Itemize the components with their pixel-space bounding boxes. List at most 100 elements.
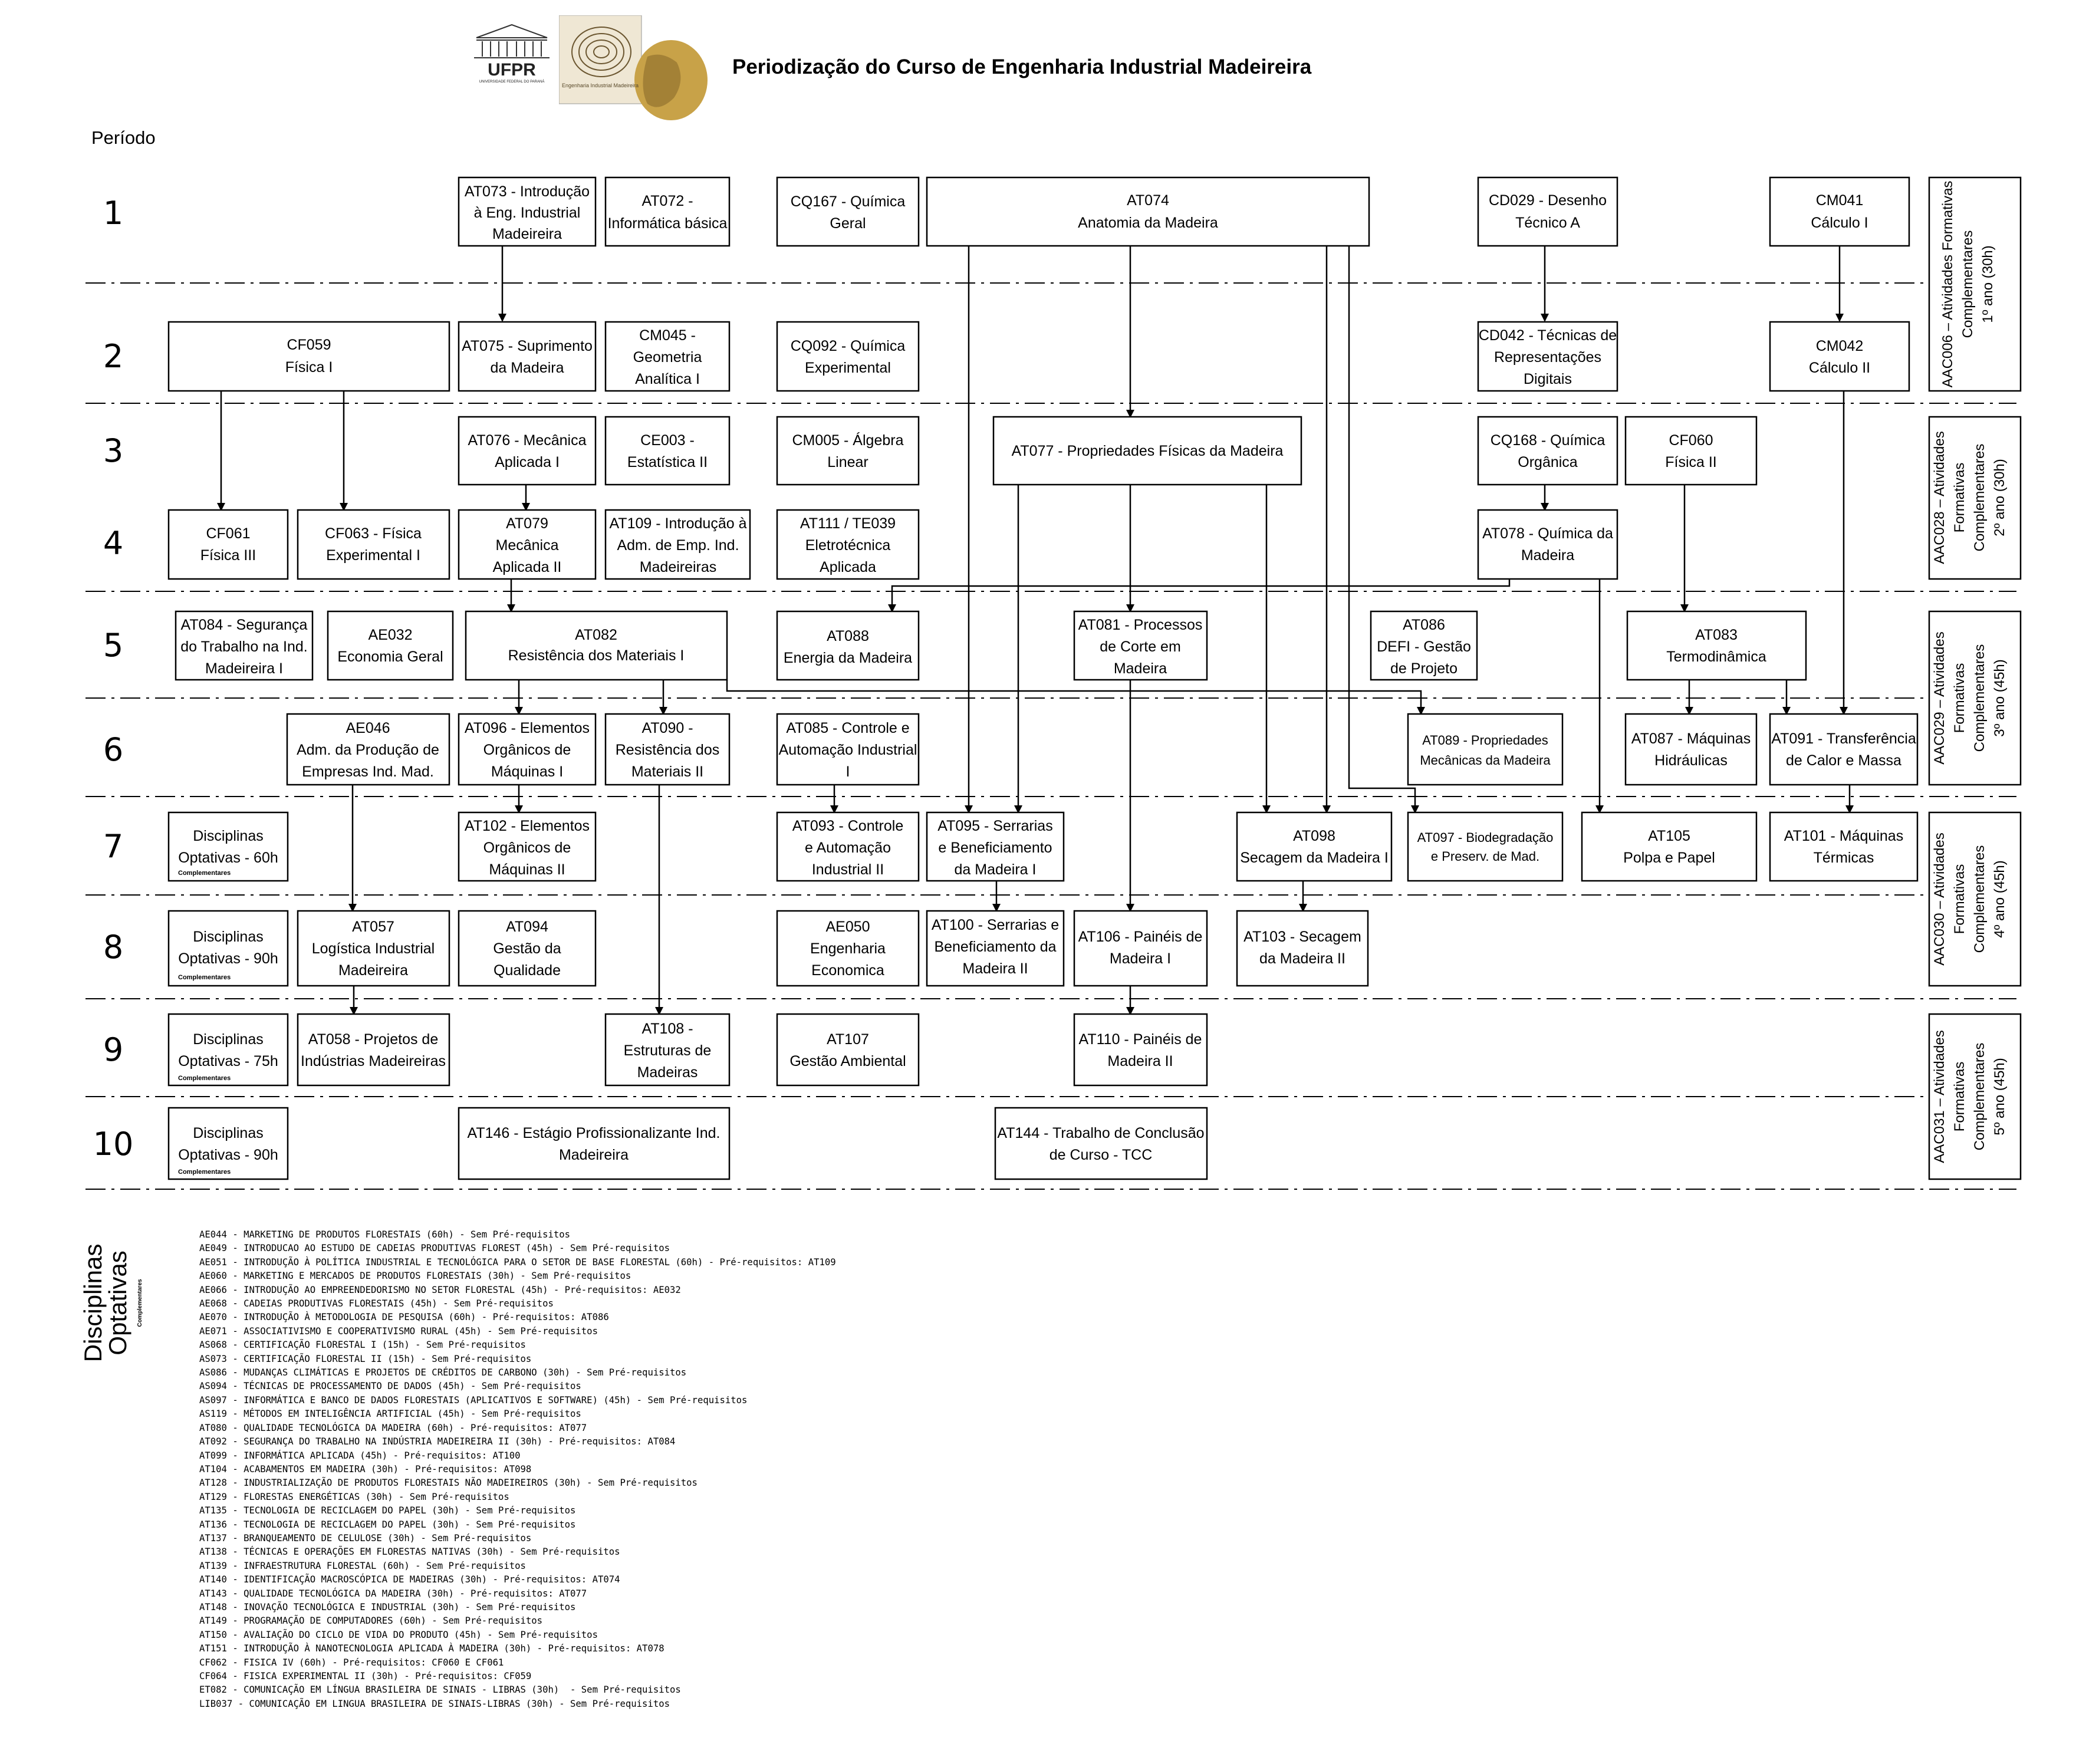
edge-AT078-AT088 bbox=[888, 579, 1511, 613]
optativa-item: AS086 - MUDANÇAS CLIMÁTICAS E PROJETOS D… bbox=[199, 1367, 687, 1378]
ufpr-building-icon bbox=[474, 24, 550, 58]
course-box[interactable]: AT072 -Informática básica bbox=[604, 176, 731, 247]
optativa-item: AS097 - INFORMÁTICA E BANCO DE DADOS FLO… bbox=[199, 1394, 748, 1406]
optativa-item: AT150 - AVALIAÇÃO DO CICLO DE VIDA DO PR… bbox=[199, 1629, 598, 1640]
period-number: 2 bbox=[103, 338, 123, 375]
optativas-list: AE044 - MARKETING DE PRODUTOS FLORESTAIS… bbox=[199, 1228, 836, 1711]
optativa-item: AE051 - INTRODUÇÃO À POLÍTICA INDUSTRIAL… bbox=[199, 1256, 836, 1268]
edge-AT074-AT097 bbox=[1348, 246, 1419, 814]
complementares-label: Complementares bbox=[178, 1169, 231, 1176]
period-number: 4 bbox=[103, 525, 123, 562]
optativa-item: AT128 - INDUSTRIALIZAÇÃO DE PRODUTOS FLO… bbox=[199, 1477, 698, 1489]
course-box[interactable]: CE003 -Estatística II bbox=[604, 416, 731, 486]
eim-logo-text: Engenharia Industrial Madeireira bbox=[562, 83, 639, 88]
optativas-line1: Disciplinas bbox=[79, 1244, 107, 1363]
optativa-item: AT135 - TECNOLOGIA DE RECICLAGEM DO PAPE… bbox=[199, 1505, 576, 1516]
optativa-item: AT137 - BRANQUEAMENTO DE CELULOSE (30h) … bbox=[199, 1532, 532, 1544]
optativa-item: CF064 - FISICA EXPERIMENTAL II (30h) - P… bbox=[199, 1671, 532, 1681]
optativas-line2: Optativas bbox=[104, 1250, 131, 1355]
period-number: 6 bbox=[103, 731, 123, 768]
course-box[interactable]: AT077 - Propriedades Físicas da Madeira bbox=[992, 416, 1302, 486]
course-box[interactable]: AT146 - Estágio Profissionalizante Ind.M… bbox=[458, 1107, 731, 1180]
ufpr-logo-text: UFPR bbox=[488, 60, 536, 80]
optativa-item: AS073 - CERTIFICAÇÃO FLORESTAL II (15h) … bbox=[199, 1353, 532, 1364]
optativa-item: AE071 - ASSOCIATIVISMO E COOPERATIVISMO … bbox=[199, 1325, 598, 1337]
